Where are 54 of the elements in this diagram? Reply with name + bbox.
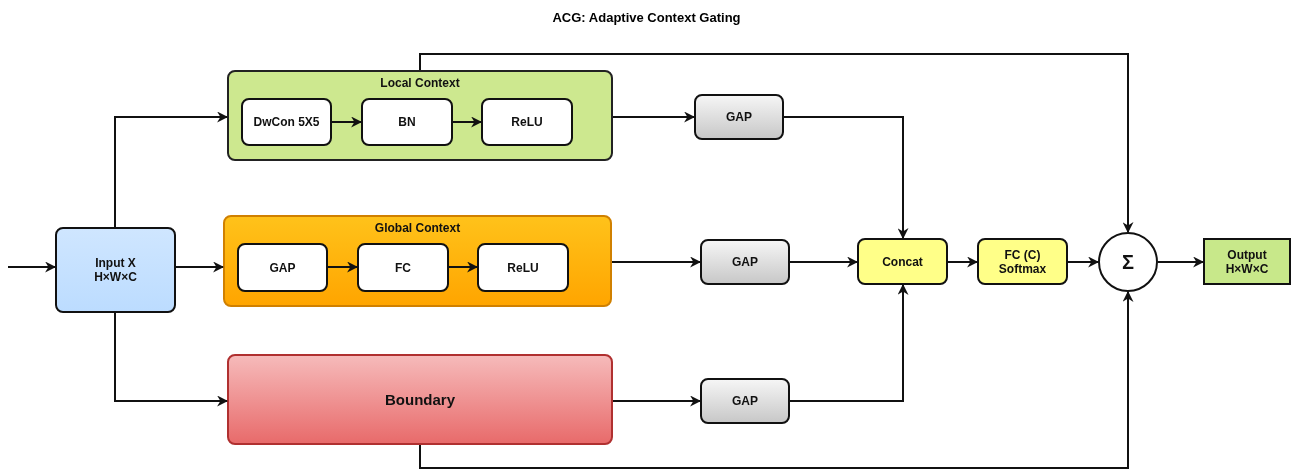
arrow (175, 261, 225, 273)
arrow (331, 116, 363, 128)
container-heading: Local Context (380, 76, 460, 90)
sum-circle (1098, 232, 1158, 292)
output-box (1203, 238, 1291, 285)
node-label: Σ (1122, 250, 1134, 274)
node-label: DwCon 5X5 (253, 115, 320, 129)
node-label: ReLU (507, 260, 539, 275)
process-box (357, 243, 449, 292)
node-label: GAP (732, 394, 758, 408)
arrow (789, 283, 909, 402)
process-box (857, 238, 948, 285)
node-label: GAP (726, 110, 752, 124)
arrow (947, 256, 979, 268)
pooling-box (700, 239, 790, 285)
process-box (241, 98, 332, 146)
arrow (783, 116, 909, 240)
node-label: Input X H×W×C (93, 256, 138, 284)
arrow (114, 111, 229, 228)
global-context-container (223, 215, 612, 307)
arrow (7, 261, 57, 273)
process-box (977, 238, 1068, 285)
node-label: Boundary (385, 391, 455, 408)
arrow (448, 261, 479, 273)
arrow (611, 256, 702, 268)
arrow (419, 290, 1134, 469)
node-label: Concat (882, 254, 923, 269)
node-label: GAP (732, 255, 758, 269)
node-label: FC (C) Softmax (997, 247, 1048, 276)
arrow (612, 111, 696, 123)
node-label: ReLU (511, 115, 543, 129)
container-heading: Global Context (374, 221, 461, 235)
node-label: BN (398, 115, 416, 129)
process-box (237, 243, 328, 292)
arrow (114, 312, 229, 407)
node-label: Output H×W×C (1224, 247, 1270, 276)
arrow (789, 256, 859, 268)
arrow (452, 116, 483, 128)
pooling-box (700, 378, 790, 424)
node-label: FC (395, 260, 411, 275)
arrow (419, 53, 1134, 234)
arrow (327, 261, 359, 273)
local-context-container (227, 70, 613, 161)
process-box (361, 98, 453, 146)
input-box (55, 227, 176, 313)
arrow (1067, 256, 1100, 268)
boundary-block (227, 354, 613, 445)
diagram-title: ACG: Adaptive Context Gating (551, 10, 742, 25)
process-box (481, 98, 573, 146)
arrow (612, 395, 702, 407)
node-label: GAP (269, 260, 296, 275)
process-box (477, 243, 569, 292)
pooling-box (694, 94, 784, 140)
arrow (1157, 256, 1205, 268)
